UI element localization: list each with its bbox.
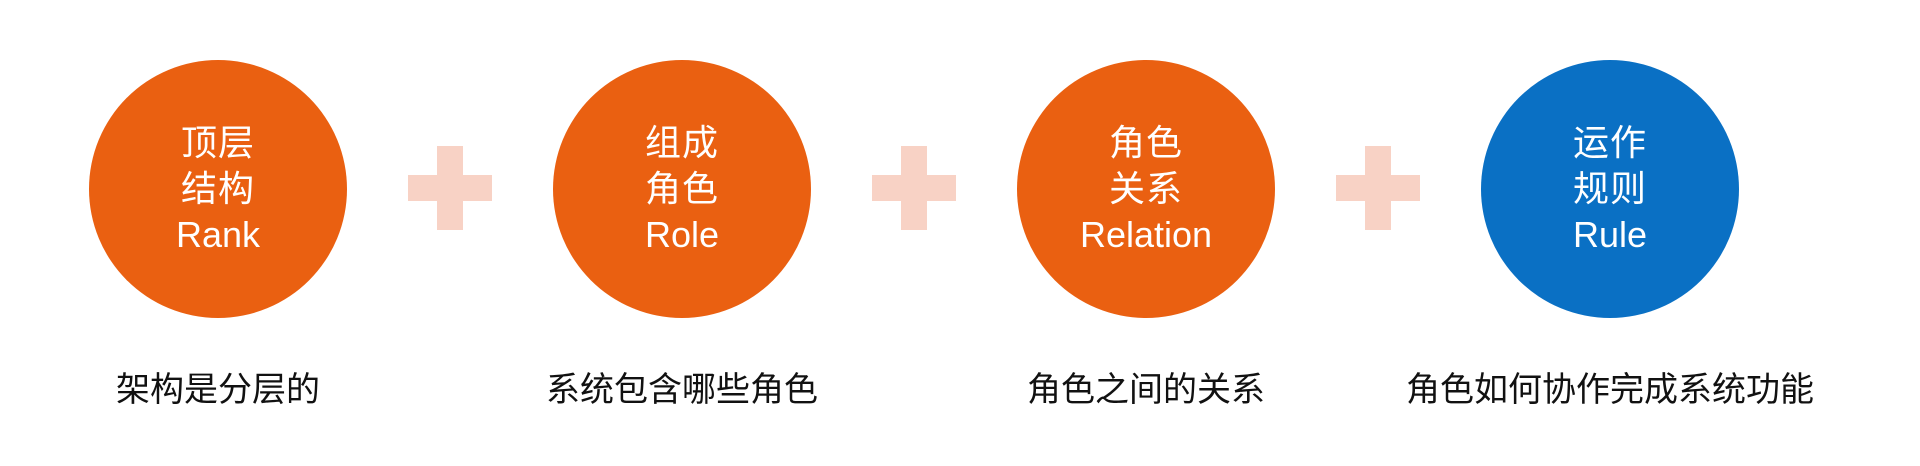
caption-rank: 架构是分层的 [116, 371, 320, 409]
caption-role: 系统包含哪些角色 [546, 371, 818, 409]
circle-label-cn: 角色 [1108, 122, 1183, 163]
circle-label-cn: 关系 [1108, 168, 1183, 209]
circle-label-cn: 运作 [1572, 122, 1647, 163]
plus-icon [408, 146, 492, 230]
circle-label-en: Role [644, 214, 720, 255]
caption-relation: 角色之间的关系 [1027, 371, 1265, 409]
circle-role: 组成 角色 Role [553, 60, 811, 318]
circle-label-cn: 规则 [1572, 168, 1647, 209]
circle-label-cn: 组成 [644, 122, 719, 163]
circle-label-cn: 顶层 [180, 122, 255, 163]
circle-rank: 顶层 结构 Rank [89, 60, 347, 318]
circle-label-en: Rule [1572, 214, 1648, 255]
circle-rule: 运作 规则 Rule [1481, 60, 1739, 318]
circle-label-en: Rank [175, 214, 261, 255]
circle-label-en: Relation [1079, 214, 1213, 255]
circle-label-cn: 角色 [644, 168, 719, 209]
circle-label-cn: 结构 [180, 168, 255, 209]
caption-rule: 角色如何协作完成系统功能 [1406, 371, 1814, 409]
circle-relation: 角色 关系 Relation [1017, 60, 1275, 318]
plus-icon [872, 146, 956, 230]
plus-icon [1336, 146, 1420, 230]
